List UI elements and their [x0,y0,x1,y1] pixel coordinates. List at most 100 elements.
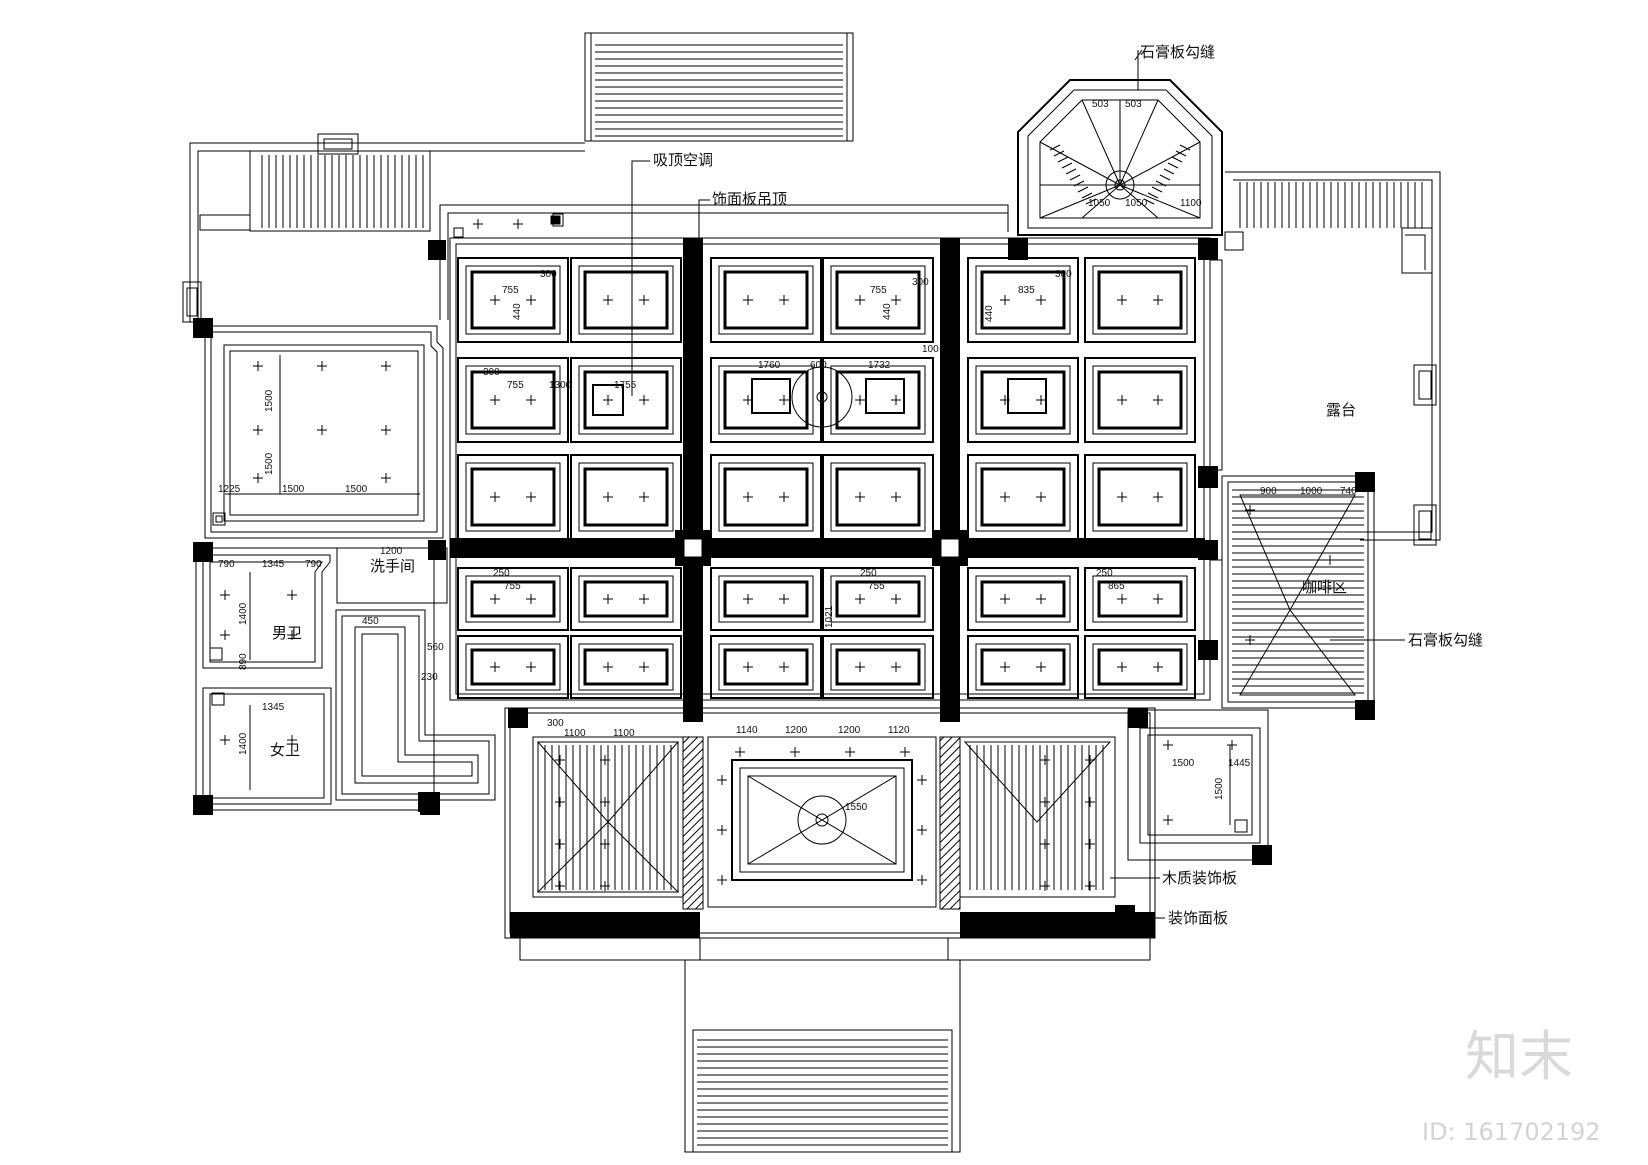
coffer-panel-frame [980,270,1066,330]
coffer-panel-inner [718,575,814,623]
dim-text: 1050 [1088,198,1111,209]
coffer-panel [822,257,934,343]
dim-text: 1100 [564,728,586,739]
dim-text: 300 [540,269,557,280]
coffer-panel-inner [465,365,561,435]
coffer-panel [967,567,1079,631]
coffer-panel-frame [835,580,921,618]
hatch-line [1049,144,1061,151]
dim-text: 1345 [262,559,285,570]
coffer-panel-frame [583,270,669,330]
coffer-panel [822,567,934,631]
dim-text: 755 [502,285,519,296]
dim-text: 1345 [262,702,285,713]
right-terrace: 露台 [1225,171,1441,546]
dim-text: 1021 [824,605,835,628]
hatch-line [1155,180,1167,187]
coffer-panel-frame [723,270,809,330]
coffer-panel-inner [718,365,814,435]
dim-text: 1200 [838,725,861,736]
coffer-panel-inner [1092,265,1188,335]
coffered-ceiling: 吸顶空调 饰面板吊顶 300 755 440 755 300 440 835 3… [220,151,1375,891]
left-terrace [182,133,585,323]
coffer-panel-frame [835,648,921,686]
coffer-panel-inner [975,575,1071,623]
hatch-line [1167,162,1179,169]
coffer-panel [822,357,934,443]
veneer-ceiling-label: 饰面板吊顶 [712,190,787,208]
dim-text: 1500 [282,484,305,495]
coffer-panel-frame [1097,467,1183,527]
hatch-line [1147,192,1159,199]
coffer-panel [710,567,822,631]
coffer-panel-inner [975,643,1071,691]
dim-text: 755 [870,285,887,296]
dim-text: 503 [1092,99,1109,110]
coffer-panel-frame [470,370,556,430]
dim-text: 450 [362,616,379,627]
dim-text: 1100 [613,728,635,739]
coffer-panel [1084,454,1196,540]
coffer-panel-inner [578,575,674,623]
coffer-panel [710,257,822,343]
coffer-panel [1084,257,1196,343]
hatch-line [1039,141,1121,186]
dim-text: 1445 [1228,758,1251,769]
hatch-line [1061,162,1073,169]
coffer-panel-inner [1092,643,1188,691]
hatch-line [1163,168,1175,175]
bottom-foyer: 1550 300 1100 1100 1140 1200 1200 1120 木… [504,707,1237,961]
washroom-label: 洗手间 [370,557,415,575]
coffer-panel [710,357,822,443]
coffer-panel [967,257,1079,343]
dim-text: 503 [1125,99,1142,110]
coffer-panel-inner [1092,365,1188,435]
coffer-panel [822,635,934,699]
coffer-panel [457,257,569,343]
coffer-panel-frame [980,370,1066,430]
hatch-line [1081,99,1121,186]
hatch-line [1171,156,1183,163]
coffer-panel [710,635,822,699]
dim-text: 1400 [238,732,249,755]
cafe-label: 咖啡区 [1302,578,1347,596]
dim-text: 300 [1055,269,1072,280]
coffer-panel-frame [1097,370,1183,430]
bottom-staircase [684,959,961,1153]
coffer-panel-inner [975,462,1071,532]
watermark-id: ID: 161702192 [1422,1118,1601,1146]
coffer-panel [570,357,682,443]
coffer-panel [1084,567,1196,631]
coffer-panel-inner [718,643,814,691]
coffer-panel-inner [975,365,1071,435]
coffer-panel-inner [830,462,926,532]
coffer-panel-frame [723,648,809,686]
coffer-panel [967,454,1079,540]
hatch-line [1065,168,1077,175]
hatch-line [1119,141,1201,186]
coffer-panel-frame [835,467,921,527]
ceiling-ac-label: 吸顶空调 [653,151,713,169]
dim-text: 835 [1018,285,1035,296]
dim-text: 755 [868,581,885,592]
coffer-panel [967,635,1079,699]
coffer-panel-inner [465,265,561,335]
coffer-panel-inner [718,462,814,532]
coffer-panel-frame [1097,580,1183,618]
dim-text: 740 [1340,486,1357,497]
dim-text: 1000 [1300,486,1323,497]
dim-text: 300 [483,367,500,378]
hatch-line [1143,198,1155,205]
dim-text: 1500 [264,452,275,475]
dim-text: 1050 [1125,198,1148,209]
coffer-panel [457,635,569,699]
coffer-panel [457,357,569,443]
dim-text: 790 [305,559,322,570]
hatch-line [1081,184,1121,219]
dim-text: 440 [512,303,523,320]
dim-text: 1225 [218,484,241,495]
coffer-panel [822,454,934,540]
coffer-panel-frame [980,467,1066,527]
hatch-line [1069,174,1081,181]
